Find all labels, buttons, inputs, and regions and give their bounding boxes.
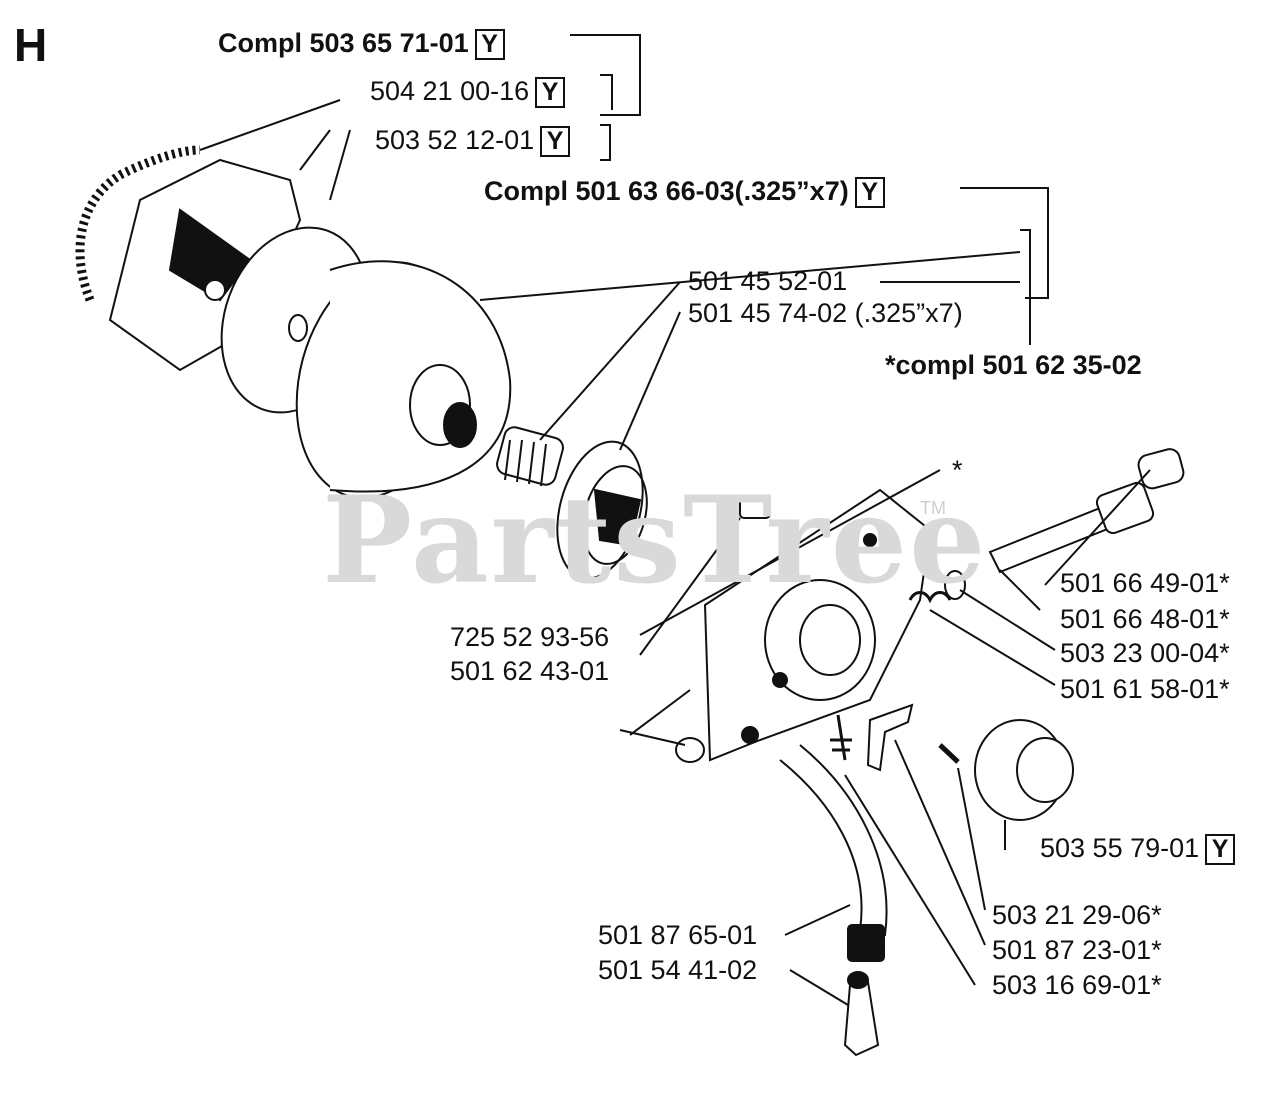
part-label-screw-b: 501 62 43-01 bbox=[450, 656, 610, 686]
small-spring bbox=[908, 591, 952, 604]
part-label-pump-shaft: 501 66 48-01* bbox=[1060, 604, 1230, 634]
section-letter: H bbox=[14, 19, 48, 71]
y-symbol-box: Y bbox=[535, 77, 566, 109]
part-label-needle-bearing: 501 45 52-01 bbox=[688, 266, 848, 296]
part-label-spring-small: 501 61 58-01* bbox=[1060, 674, 1230, 704]
y-symbol-box: Y bbox=[854, 177, 885, 209]
part-label-screw-c: 503 21 29-06* bbox=[992, 900, 1162, 930]
watermark: PartsTree bbox=[322, 470, 988, 611]
y-symbol-box: Y bbox=[474, 29, 505, 61]
part-label-washer: 503 23 00-04* bbox=[1060, 638, 1230, 668]
bracket-part bbox=[866, 703, 914, 772]
part-label-bracket: 501 87 23-01* bbox=[992, 935, 1162, 965]
part-label-oil-hose: 501 87 65-01 bbox=[598, 920, 758, 950]
clutch-spring bbox=[75, 145, 201, 302]
part-label-compl-drum: Compl 501 63 66-03(.325”x7)Y bbox=[484, 176, 885, 209]
needle-bearing bbox=[496, 426, 564, 486]
y-symbol-box: Y bbox=[1205, 834, 1236, 866]
oil-filter bbox=[843, 980, 880, 1057]
part-label-rim: 501 45 74-02 (.325”x7) bbox=[688, 298, 963, 328]
part-label-asterisk: * bbox=[952, 455, 963, 485]
part-label-compl-pump: *compl 501 62 35-02 bbox=[885, 350, 1142, 380]
watermark-tm: TM bbox=[920, 498, 946, 518]
part-label-screw-d: 503 16 69-01* bbox=[992, 970, 1162, 1000]
part-label-pump-shaft-end: 501 66 49-01* bbox=[1060, 568, 1230, 598]
oil-hose bbox=[779, 744, 888, 937]
y-symbol-box: Y bbox=[540, 126, 571, 158]
part-label-filter: 501 54 41-02 bbox=[598, 955, 758, 985]
part-label-screw-a: 725 52 93-56 bbox=[450, 622, 610, 652]
